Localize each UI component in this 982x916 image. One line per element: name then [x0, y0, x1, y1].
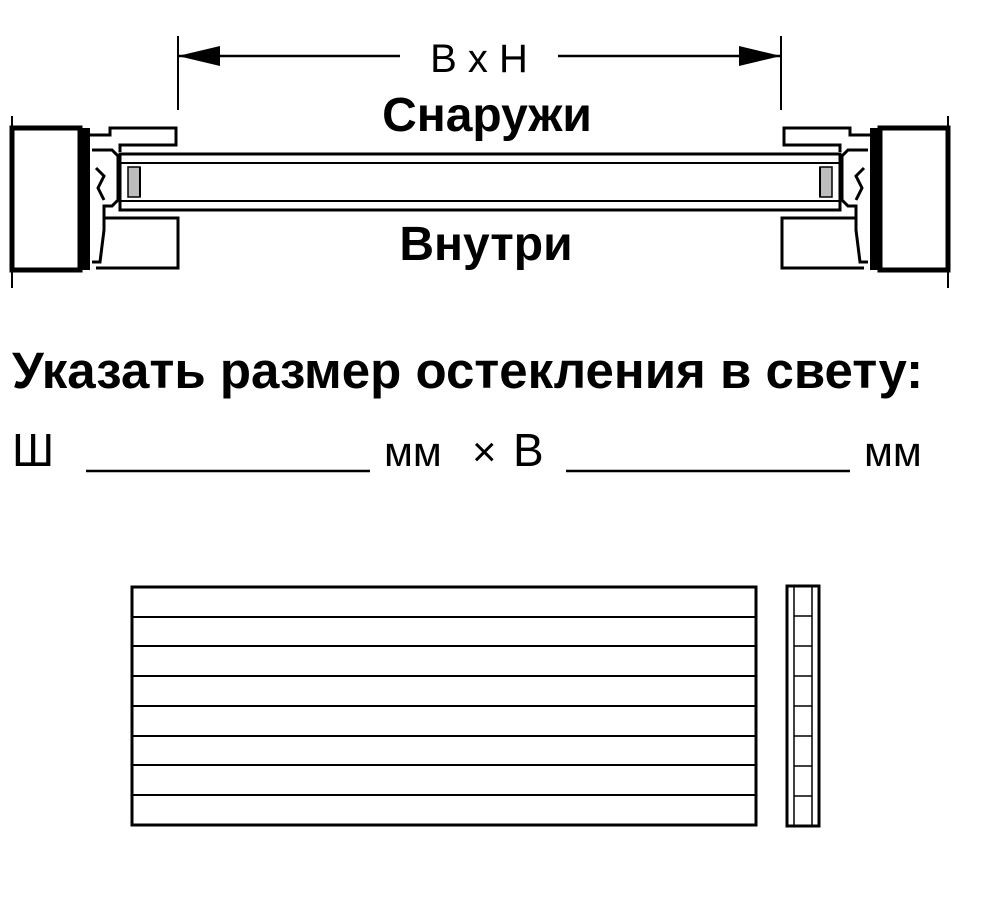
- left-frame-profile: [9, 116, 180, 288]
- panel-front-view: [130, 585, 758, 827]
- outside-label: Снаружи: [382, 89, 592, 142]
- width-prefix: Ш: [12, 424, 54, 476]
- height-unit: мм: [864, 428, 922, 475]
- arrow-left-icon: [178, 46, 220, 66]
- glazing-panel-section: [118, 152, 842, 212]
- dimension-label: B x H: [430, 37, 528, 81]
- right-frame-profile: [780, 116, 951, 288]
- height-prefix: В: [513, 424, 544, 476]
- dimension-line: [177, 36, 782, 110]
- inside-label: Внутри: [399, 218, 572, 271]
- times-sign: ×: [472, 428, 497, 475]
- arrow-right-icon: [739, 46, 781, 66]
- width-unit: мм: [384, 428, 442, 475]
- panel-side-view: [785, 584, 821, 828]
- form-heading: Указать размер остекления в свету:: [12, 342, 923, 399]
